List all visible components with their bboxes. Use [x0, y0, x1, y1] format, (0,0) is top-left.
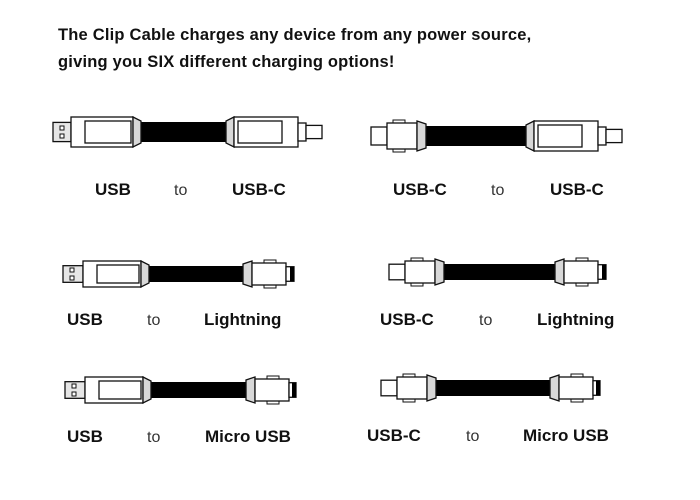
option-1-to-word: to — [174, 182, 188, 199]
option-1-from: USB — [95, 180, 131, 199]
cable-cord — [426, 126, 526, 146]
connector-flare — [426, 374, 437, 402]
connector-step — [597, 126, 607, 146]
connector-flare — [140, 259, 150, 289]
cable-cord — [436, 380, 550, 396]
connector-flare — [225, 115, 235, 149]
connector-body — [563, 260, 599, 284]
option-1-to: USB-C — [232, 180, 286, 199]
connector-body — [404, 260, 436, 284]
usb-a-pin — [59, 133, 65, 139]
connector-window — [237, 120, 283, 144]
usb-a-plug-icon — [52, 121, 72, 143]
connector-flare — [554, 258, 565, 286]
cable-usbc-to-usbc — [370, 118, 624, 154]
option-5-to: Micro USB — [205, 427, 291, 446]
option-6-to: Micro USB — [523, 426, 609, 445]
option-4-to-word: to — [479, 312, 493, 329]
connector-flare — [245, 376, 256, 404]
cable-cord — [151, 382, 246, 398]
connector-flare — [132, 115, 142, 149]
cable-drawing — [52, 115, 323, 149]
cable-cord — [141, 122, 226, 142]
connector-window — [537, 124, 583, 148]
connector-flare — [549, 374, 560, 402]
headline-line-1: The Clip Cable charges any device from a… — [58, 26, 532, 44]
option-6-from: USB-C — [367, 426, 421, 445]
usb-a-pin — [71, 383, 77, 389]
lightning-tip-end — [290, 266, 294, 282]
cable-usbc-to-microusb — [380, 372, 602, 404]
cable-drawing — [370, 119, 623, 153]
option-4-from: USB-C — [380, 310, 434, 329]
connector-flare — [525, 119, 535, 153]
connector-flare — [416, 120, 427, 152]
connector-flare — [434, 258, 445, 286]
option-6-to-word: to — [466, 428, 480, 445]
connector-step — [297, 122, 307, 142]
cable-usb-to-microusb — [64, 374, 298, 406]
headline-line-2: giving you SIX different charging option… — [58, 53, 395, 71]
option-2-to: USB-C — [550, 180, 604, 199]
usb-a-pin — [69, 267, 75, 273]
cable-drawing — [388, 257, 607, 287]
connector-body — [251, 262, 287, 286]
usb-c-tip-icon — [305, 124, 323, 140]
headline: The Clip Cable charges any device from a… — [58, 22, 531, 76]
micro-usb-tip-end — [596, 380, 600, 396]
connector-body — [558, 376, 594, 400]
option-2-to-word: to — [491, 182, 505, 199]
lightning-tip-end — [602, 264, 606, 280]
option-5-to-word: to — [147, 429, 161, 446]
usb-c-tip-icon — [605, 128, 623, 144]
option-3-from: USB — [67, 310, 103, 329]
usb-c-tip-icon — [388, 263, 406, 281]
option-3-to: Lightning — [204, 310, 282, 329]
cable-cord — [444, 264, 555, 280]
usb-c-tip-icon — [380, 379, 398, 397]
connector-flare — [242, 260, 253, 288]
cable-drawing — [64, 375, 297, 405]
connector-body — [396, 376, 428, 400]
connector-window — [96, 264, 140, 284]
usb-c-tip-icon — [370, 126, 388, 146]
cable-drawing — [380, 373, 601, 403]
cable-usb-to-usbc — [52, 114, 324, 150]
option-2-from: USB-C — [393, 180, 447, 199]
connector-body — [386, 122, 418, 150]
cable-usbc-to-lightning — [388, 256, 608, 288]
cable-drawing — [62, 259, 295, 289]
connector-window — [84, 120, 132, 144]
option-3-to-word: to — [147, 312, 161, 329]
micro-usb-tip-end — [292, 382, 296, 398]
cable-cord — [149, 266, 243, 282]
usb-a-pin — [59, 125, 65, 131]
option-5-from: USB — [67, 427, 103, 446]
usb-a-pin — [69, 275, 75, 281]
connector-body — [254, 378, 290, 402]
cable-usb-to-lightning — [62, 258, 296, 290]
connector-window — [98, 380, 142, 400]
connector-flare — [142, 375, 152, 405]
option-4-to: Lightning — [537, 310, 615, 329]
usb-a-pin — [71, 391, 77, 397]
